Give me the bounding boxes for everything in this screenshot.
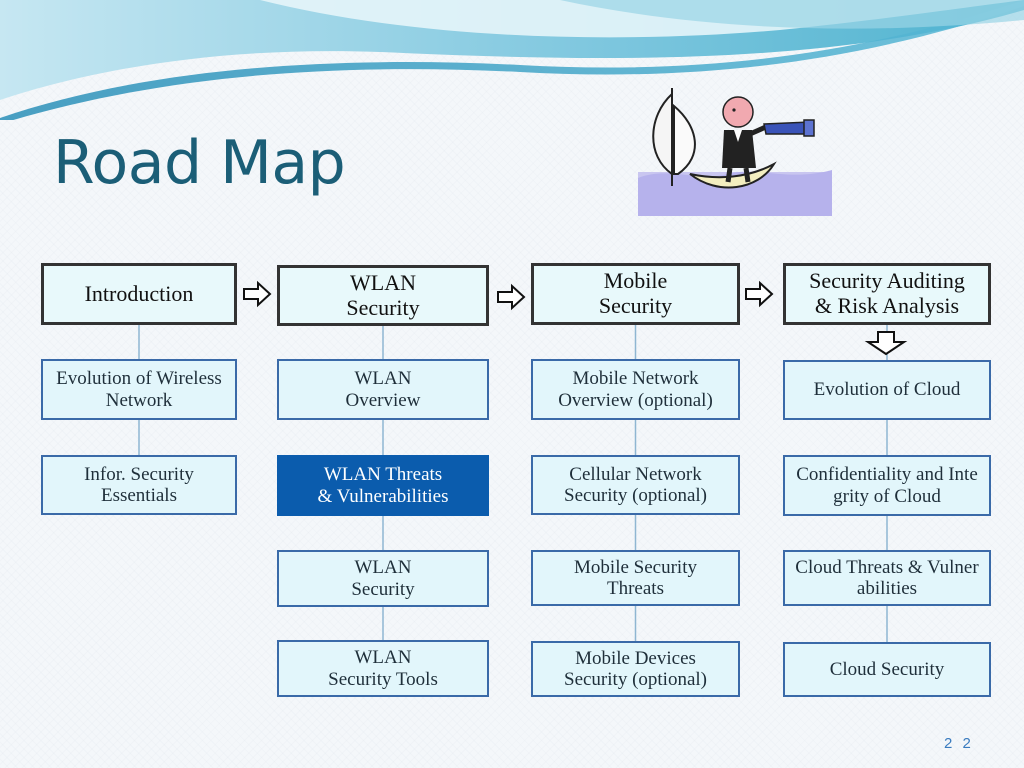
topic-box: Evolution of Wireless Network [41,359,237,420]
page-number: 2 2 [944,735,974,752]
topic-box: Cloud Threats & Vulner abilities [783,550,991,606]
right-arrow-icon [745,280,774,308]
right-arrow-icon [497,283,526,311]
heading-0: Introduction [41,263,237,325]
sailor-telescope-clipart [638,88,832,216]
topic-box: Mobile Devices Security (optional) [531,641,740,697]
heading-2: Mobile Security [531,263,740,325]
topic-box: WLAN Security Tools [277,640,489,697]
heading-3: Security Auditing & Risk Analysis [783,263,991,325]
topic-box: Mobile Network Overview (optional) [531,359,740,420]
down-arrow-icon [864,331,908,356]
topic-box: Cellular Network Security (optional) [531,455,740,515]
right-arrow-icon [243,280,272,308]
topic-box: WLAN Security [277,550,489,607]
heading-1: WLAN Security [277,265,489,326]
topic-box: Evolution of Cloud [783,360,991,420]
topic-box: Infor. Security Essentials [41,455,237,515]
topic-box: Confidentiality and Inte grity of Cloud [783,455,991,516]
topic-box: WLAN Threats & Vulnerabilities [277,455,489,516]
topic-box: Mobile Security Threats [531,550,740,606]
topic-box: WLAN Overview [277,359,489,420]
topic-box: Cloud Security [783,642,991,697]
header-waves-decoration [0,0,1024,120]
page-title: Road Map [53,128,346,198]
